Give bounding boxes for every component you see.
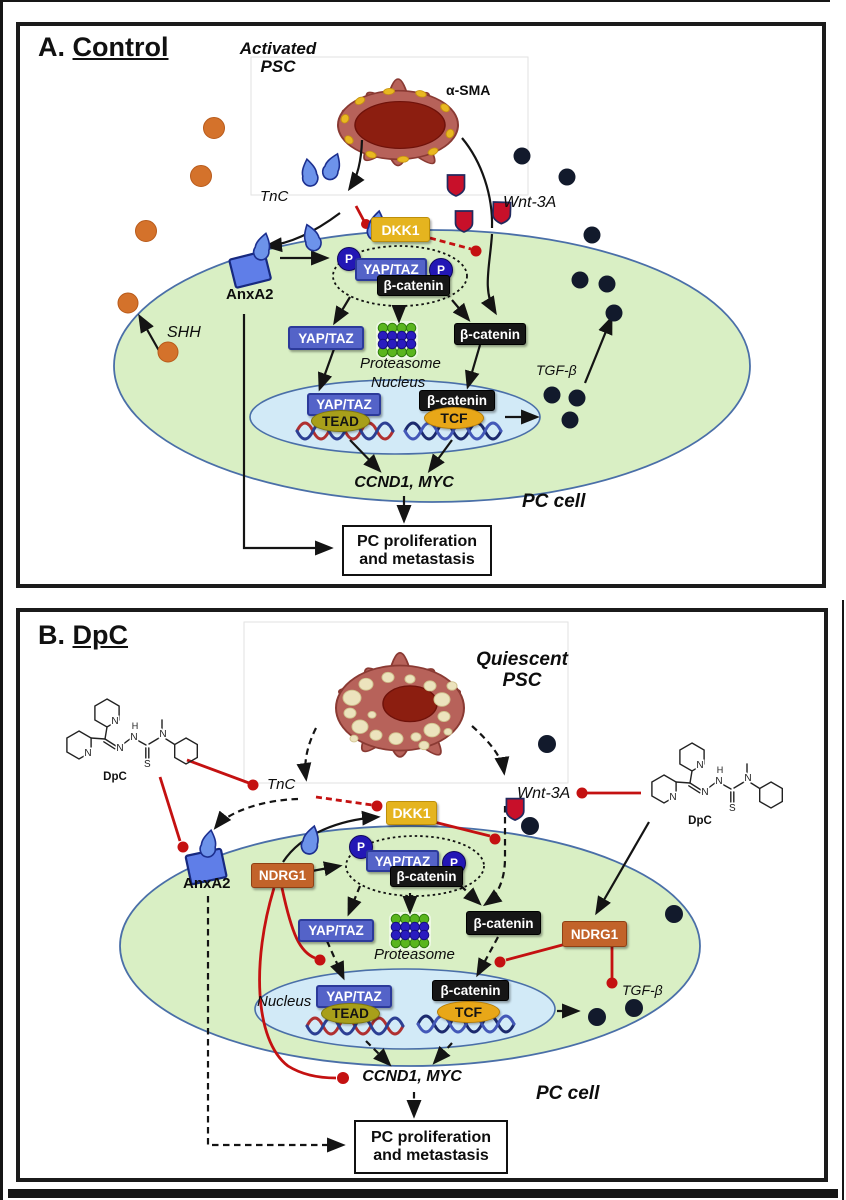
shh-dots-a [117,117,225,363]
outer-frame-right [842,600,844,1200]
atom-s: S [144,759,151,770]
ndrg1-box-left: NDRG1 [251,863,314,888]
pc-cell-label-b: PC cell [536,1083,600,1104]
tgfb-dots-b [521,735,683,1026]
tead-oval-a: TEAD [311,410,370,432]
panel-b-condition: DpC [72,620,129,650]
lipid-droplets [342,671,458,751]
wnt3a-ligand-icon [446,174,466,197]
alpha-sma-label: α-SMA [446,82,491,98]
wnt3a-label-b: Wnt-3A [517,785,571,802]
bottom-crop-bar [8,1189,838,1198]
panel-b-title: B. DpC [38,620,128,651]
atom-n: N [130,732,137,743]
target-genes-b: CCND1, MYC [362,1068,462,1085]
panel-a-title: A. Control [38,32,169,63]
tnc-label-b: TnC [267,776,296,793]
tgfb-label-a: TGF-β [536,362,577,378]
bcatenin-free-box-b: β-catenin [466,911,541,935]
panel-a-tag: A. [38,32,65,62]
pc-cell-label-a: PC cell [522,491,586,512]
outer-frame-left [0,0,3,1200]
bcatenin-free-box-a: β-catenin [454,323,526,345]
anxa2-receptor-b [184,828,228,886]
atom-n: N [84,748,91,759]
dna-tead-b [305,1016,405,1036]
yaptaz-nuclear-box-a: YAP/TAZ [307,393,381,416]
tgfb-dots-a [513,147,623,429]
proteasome-icon-b [388,911,432,951]
bcatenin-complex-box-b: β-catenin [390,866,463,887]
atom-n: N [111,716,118,727]
psc-nucleus-a [354,101,446,149]
proteasome-label-b: Proteasome [374,946,455,963]
arrows-dashed-b [206,725,581,1153]
dkk1-box-b: DKK1 [386,801,437,825]
wnt3a-ligand-icon [454,210,474,233]
dpc-structure [650,741,784,829]
tcf-oval-a: TCF [424,407,484,429]
nucleus-label-b: Nucleus [257,993,312,1010]
proteasome-icon-a [375,320,419,360]
tead-oval-b: TEAD [321,1003,380,1024]
activated-psc-cell [337,78,459,167]
yaptaz-free-box-a: YAP/TAZ [288,326,364,350]
dpc-structure-label: DpC [103,771,127,783]
panel-b-tag: B. [38,620,65,650]
shh-label: SHH [167,324,201,341]
alpha-sma-granules [340,88,455,163]
ndrg1-box-right: NDRG1 [562,921,627,947]
bcatenin-complex-box-a: β-catenin [377,275,450,296]
anxa2-label-b: AnxA2 [183,875,231,892]
atom-h: H [132,721,139,731]
tnc-label-a: TnC [260,188,289,205]
tcf-oval-b: TCF [437,1001,500,1023]
quiescent-psc-cell [335,651,465,758]
nucleus-label-a: Nucleus [371,374,426,391]
phospho-icon-b1: P [349,835,373,859]
dkk1-box-a: DKK1 [371,217,430,242]
target-genes-a: CCND1, MYC [354,474,454,491]
tgfb-label-b: TGF-β [622,982,663,998]
anxa2-receptor-a [228,230,275,289]
atom-n: N [159,729,166,740]
anxa2-label-a: AnxA2 [226,286,274,303]
atom-n: N [116,743,123,754]
wnt3a-label-a: Wnt-3A [503,194,557,211]
panel-a-frame [16,22,826,588]
dna-tcf-a [403,421,503,441]
proteasome-label-a: Proteasome [360,355,441,372]
panel-b-frame [16,608,828,1182]
outer-frame-top [0,0,830,2]
inhibition-b [158,758,641,1084]
bcatenin-nuclear-box-b: β-catenin [432,980,509,1001]
arrows-solid-b [282,810,650,916]
dpc-structure: N N N N H S N DpC [66,698,199,783]
yaptaz-free-box-b: YAP/TAZ [298,919,374,942]
phospho-complex-outline-b [345,835,485,897]
dna-tcf-b [416,1014,516,1034]
panel-a-condition: Control [72,32,169,62]
